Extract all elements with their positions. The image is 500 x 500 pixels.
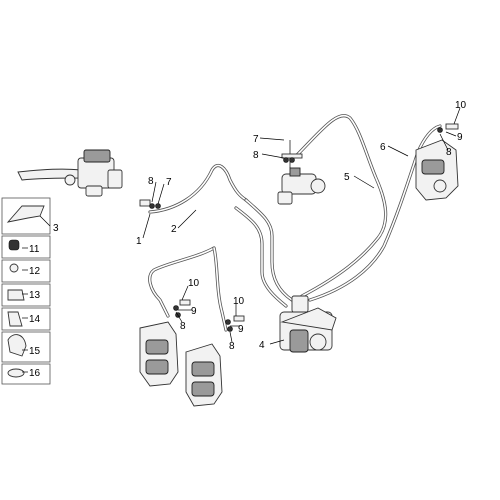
callout-7-rear: 7 [253, 134, 259, 145]
callout-14: 14 [29, 314, 41, 325]
callout-16: 16 [29, 368, 41, 379]
callout-1: 1 [136, 236, 142, 247]
callout-8-rear-caliper: 8 [446, 147, 452, 158]
front-caliper-right [185, 343, 223, 407]
callout-15: 15 [29, 346, 41, 357]
callout-6: 6 [380, 142, 386, 153]
callout-9-front-right: 9 [238, 324, 244, 335]
callout-12: 12 [29, 266, 41, 277]
callout-3: 3 [53, 223, 59, 234]
callout-8-front-banjo: 8 [148, 176, 154, 187]
callout-7-front: 7 [166, 177, 172, 188]
rear-caliper [415, 139, 459, 201]
front-caliper-left [139, 321, 179, 387]
callout-8-rear-master: 8 [253, 150, 259, 161]
callout-2: 2 [171, 224, 177, 235]
callout-labels: 1 2 3 4 5 6 7 7 8 8 8 8 8 9 9 9 10 10 10… [29, 100, 467, 379]
parts-legend-boxes [1, 197, 51, 385]
callout-10-rear-caliper: 10 [455, 100, 467, 111]
callout-10-front-right: 10 [233, 296, 245, 307]
brake-hoses [148, 114, 442, 332]
callout-5: 5 [344, 172, 350, 183]
rear-master-cylinder [277, 140, 326, 205]
callout-9-front-left: 9 [191, 306, 197, 317]
callout-11: 11 [29, 244, 40, 255]
abs-unit [279, 295, 337, 353]
front-master-cylinder [17, 149, 123, 197]
leader-lines [22, 107, 461, 373]
callout-8-front-caliper-right: 8 [229, 341, 235, 352]
callout-10-front-left: 10 [188, 278, 200, 289]
callout-8-front-caliper-left: 8 [180, 321, 186, 332]
callout-13: 13 [29, 290, 41, 301]
callout-9-rear-caliper: 9 [457, 132, 463, 143]
callout-4: 4 [259, 340, 265, 351]
